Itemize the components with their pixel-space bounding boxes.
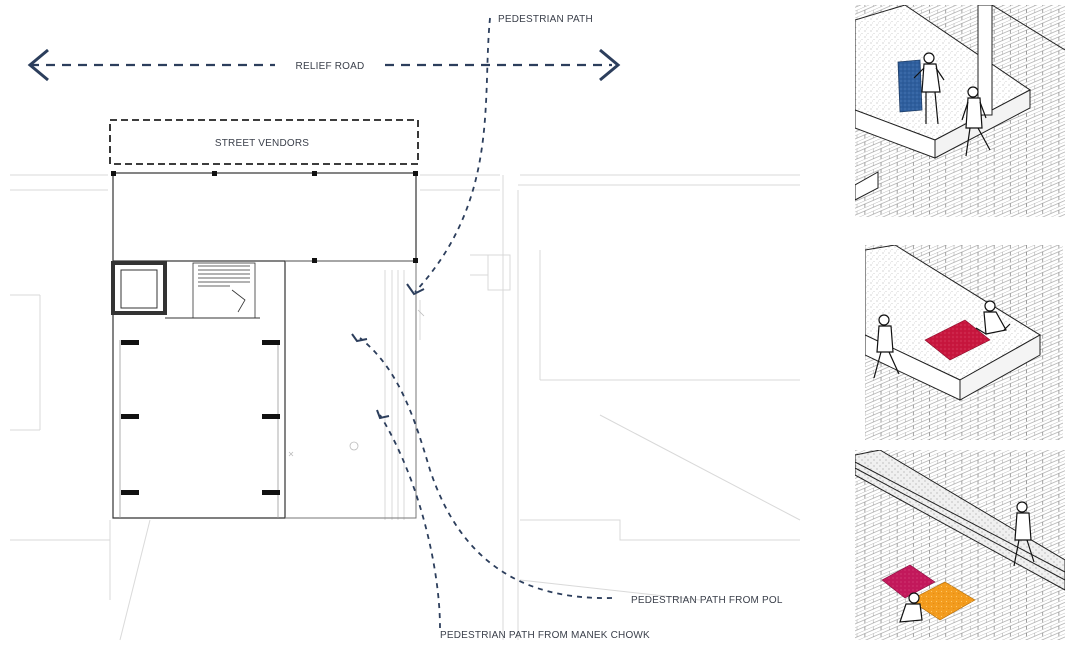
relief-road-arrow — [27, 48, 621, 82]
relief-road-label: RELIEF ROAD — [296, 61, 365, 72]
person-with-cloth-icon — [913, 52, 945, 125]
person-with-mat-icon — [975, 300, 1011, 335]
arrowheads — [351, 283, 425, 420]
small-plan-marks — [288, 309, 425, 457]
person-with-mat-icon — [899, 592, 923, 623]
walking-person-icon — [961, 86, 991, 157]
sitting-vendor-on-street-vignette — [855, 450, 1065, 640]
pedestrian-path-label: PEDESTRIAN PATH — [498, 14, 593, 25]
red-mat-icon — [924, 319, 991, 361]
walking-person-icon — [1013, 501, 1035, 567]
context-lines — [10, 174, 801, 641]
pedestrian-path-from-manek-chowk-label: PEDESTRIAN PATH FROM MANEK CHOWK — [440, 630, 650, 641]
orange-mat-icon — [909, 581, 976, 621]
building-plan — [111, 172, 417, 519]
sitting-vendor-on-plinth-vignette — [865, 245, 1063, 440]
staircase — [192, 262, 256, 319]
pedestrian-path-arrows — [359, 17, 613, 629]
pedestrian-path-from-pol-label: PEDESTRIAN PATH FROM POL — [631, 595, 783, 606]
magenta-mat-icon — [881, 564, 936, 599]
walking-person-icon — [873, 314, 900, 379]
lift-core — [111, 261, 167, 315]
street-vendors-zone — [109, 119, 419, 165]
standing-vendor-vignette — [855, 5, 1065, 217]
street-vendors-label: STREET VENDORS — [215, 138, 309, 149]
blue-cloth-icon — [897, 59, 923, 113]
columns — [111, 171, 418, 495]
